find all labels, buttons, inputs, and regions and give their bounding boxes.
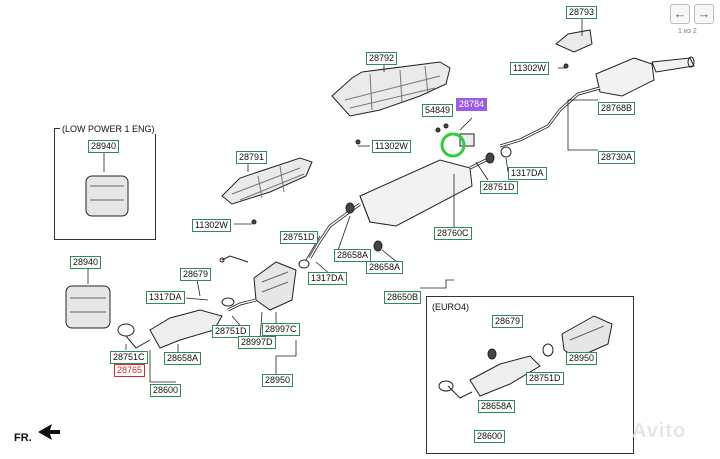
part-label[interactable]: 1317DA [146, 291, 185, 304]
part-label[interactable]: 28751D [480, 181, 518, 194]
part-label[interactable]: 1317DA [508, 167, 547, 180]
part-label[interactable]: 28950 [566, 352, 598, 365]
prev-page-button[interactable]: ← [670, 4, 690, 24]
part-label[interactable]: 28650B [384, 291, 422, 304]
part-label[interactable]: 28658A [164, 352, 202, 365]
part-label[interactable]: 28658A [366, 261, 404, 274]
page-indicator: 1 из 2 [678, 28, 697, 35]
part-label[interactable]: 11302W [192, 219, 231, 232]
euro4-cat [561, 315, 613, 359]
part-label[interactable]: 28730A [598, 151, 636, 164]
part-label[interactable]: 11302W [510, 62, 549, 75]
watermark-text: Avito [632, 420, 687, 442]
part-label[interactable]: 28791 [236, 151, 268, 164]
part-label[interactable]: 28600 [150, 384, 182, 397]
low-power-engine-title: (LOW POWER 1 ENG) [60, 124, 157, 134]
front-arrow-icon [38, 424, 60, 440]
part-label[interactable]: 54849 [422, 104, 454, 117]
main-cat [65, 285, 111, 329]
part-label[interactable]: 28658A [334, 249, 372, 262]
next-page-button[interactable]: → [694, 4, 714, 24]
part-label[interactable]: 28997C [262, 323, 300, 336]
part-label[interactable]: 28679 [180, 268, 212, 281]
euro4-title: (EURO4) [430, 302, 472, 312]
part-label[interactable]: 28940 [88, 140, 120, 153]
front-pipe [149, 309, 223, 349]
part-label-highlighted[interactable]: 28784 [456, 98, 488, 111]
part-label[interactable]: 28751C [110, 351, 148, 364]
euro4-box [426, 296, 634, 454]
part-label[interactable]: 28751D [212, 325, 250, 338]
part-label[interactable]: 28950 [262, 374, 294, 387]
watermark-logo: Avito [632, 420, 686, 443]
highlight-circle [440, 132, 466, 158]
catalytic-converter [253, 261, 297, 311]
part-label[interactable]: 28760C [434, 227, 472, 240]
part-label[interactable]: 28751D [280, 231, 318, 244]
part-label[interactable]: 1317DA [308, 272, 347, 285]
part-label[interactable]: 28768B [598, 102, 636, 115]
part-label[interactable]: 28679 [492, 315, 524, 328]
heat-shield-rear [331, 61, 451, 117]
part-label[interactable]: 28600 [474, 430, 506, 443]
center-muffler [359, 159, 473, 227]
part-label[interactable]: 28751D [526, 372, 564, 385]
euro4-front-pipe [469, 355, 541, 397]
part-label[interactable]: 11302W [372, 140, 411, 153]
part-label[interactable]: 28658A [478, 400, 516, 413]
part-label[interactable]: 28940 [70, 256, 102, 269]
part-label[interactable]: 28792 [366, 52, 398, 65]
heat-shield-rear-small [555, 29, 593, 53]
part-label[interactable]: 28793 [566, 6, 598, 19]
part-label[interactable]: 28997D [238, 336, 276, 349]
front-label: FR. [14, 432, 32, 444]
part-label-red[interactable]: 28765 [114, 364, 146, 377]
rear-muffler [595, 57, 655, 97]
